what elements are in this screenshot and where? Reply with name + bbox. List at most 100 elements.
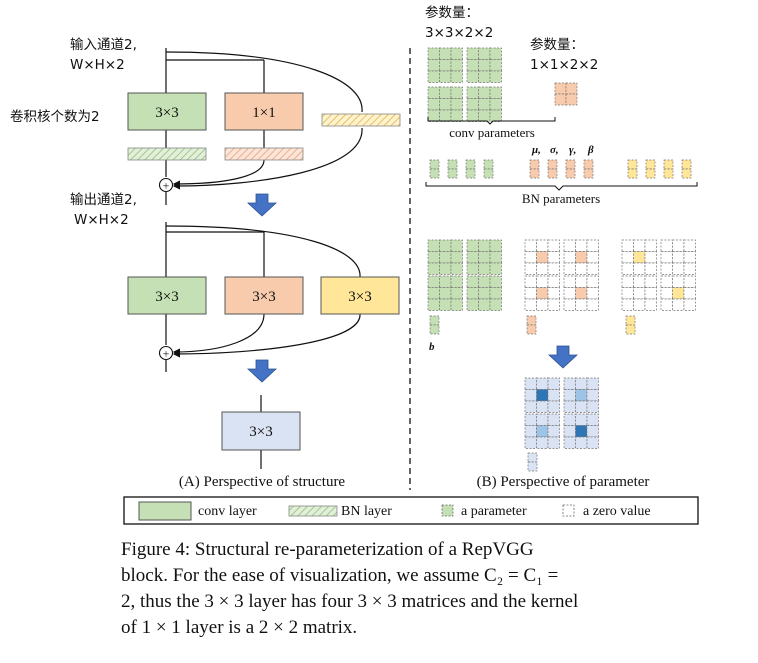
fused-orange-kernel-cell (586, 287, 599, 300)
legend-zero-label: a zero value (583, 504, 651, 519)
fused-green-kernel-cell (478, 251, 491, 264)
final-kernel-cell (524, 400, 537, 413)
fused-green-kernel-cell (450, 251, 463, 264)
fused-yellow-kernel-cell (633, 298, 646, 311)
fused-yellow-kernel-cell (660, 275, 673, 288)
final-kernel-cell (586, 389, 599, 402)
fused-orange-kernel-cell (536, 298, 549, 311)
add-symbol-top: + (163, 179, 170, 193)
conv3x3-kernel-cell (466, 47, 479, 60)
conv3x3-kernel-cell (439, 98, 452, 111)
fused-yellow-kernel-cell (621, 275, 634, 288)
fused-yellow-kernel-cell (644, 298, 657, 311)
bn-orange-param (565, 159, 576, 170)
fused-green-kernel-cell (478, 287, 491, 300)
fused-green-kernel-cell (489, 275, 502, 288)
fused-orange-kernel-cell (547, 275, 560, 288)
conv3x3-kernel-cell (450, 86, 463, 99)
conv1x1-block (224, 92, 304, 131)
final-kernel-cell (586, 400, 599, 413)
param-count-3x3-value: 3×3×2×2 (425, 25, 493, 41)
bn-orange-param (529, 159, 540, 170)
conv3x3-kernel-cell (489, 109, 502, 122)
bias-yellow-param (625, 324, 636, 335)
bn-yellow-param (681, 159, 692, 170)
add-node-top (158, 177, 174, 193)
fused-orange-kernel-cell (586, 298, 599, 311)
fused-yellow-kernel-cell (644, 262, 657, 275)
parameter-grids (427, 47, 696, 472)
final-kernel-cell (547, 425, 560, 438)
bn-green-param (447, 168, 458, 179)
conv3x3-kernel-cell (439, 59, 452, 72)
fused-orange-kernel-cell (524, 251, 537, 264)
conv3x3-kernel-cell (478, 59, 491, 72)
final-kernel-cell (524, 377, 537, 390)
fused-green-kernel-cell (466, 298, 479, 311)
fused-yellow-kernel-cell (644, 251, 657, 264)
transform-arrow-2 (246, 359, 278, 383)
fused-green-kernel-cell (466, 275, 479, 288)
fused-yellow-kernel-cell (672, 239, 685, 252)
fused-yellow-kernel-cell (672, 275, 685, 288)
bn-yellow-param (627, 168, 638, 179)
fused-green-kernel-cell (466, 251, 479, 264)
conv3x3-kernel-cell (450, 47, 463, 60)
fused-green-kernel-cell (489, 251, 502, 264)
fused-green-kernel-cell (450, 275, 463, 288)
bn-yellow-param (645, 168, 656, 179)
caption-line-3: 2, thus the 3 × 3 layer has four 3 × 3 m… (121, 591, 579, 612)
conv3x3-kernel-cell (450, 109, 463, 122)
fused-yellow-kernel-cell (621, 239, 634, 252)
conv1x1-kernel-cell (565, 82, 578, 95)
conv3x3-kernel-cell (427, 98, 440, 111)
fused-orange-kernel-cell (575, 287, 588, 300)
fused-yellow-kernel-cell (672, 251, 685, 264)
fused-yellow-kernel-cell (633, 262, 646, 275)
fused-yellow-kernel-cell (660, 239, 673, 252)
bn-layer-3x3 (127, 147, 207, 161)
fused-green-kernel-cell (450, 262, 463, 275)
fused-green-kernel-cell (427, 298, 440, 311)
fused-yellow-kernel-cell (683, 239, 696, 252)
fused-orange-kernel-cell (547, 251, 560, 264)
conv3x3-kernel-cell (466, 109, 479, 122)
bias-orange-param (526, 315, 537, 326)
middle-block-connections (165, 222, 361, 372)
fused-yellow-kernel-cell (621, 262, 634, 275)
output-channels-label: 输出通道2, (70, 192, 137, 208)
fused-green-kernel-cell (478, 275, 491, 288)
fused-orange-kernel-cell (586, 239, 599, 252)
fused-orange-kernel-cell (536, 287, 549, 300)
fused-3x3-yellow-block (320, 276, 400, 315)
conv3x3-kernel-cell (450, 70, 463, 83)
fused-yellow-kernel-cell (660, 262, 673, 275)
fused-green-kernel-cell (489, 298, 502, 311)
conv3x3-kernel-cell (439, 70, 452, 83)
fused-orange-kernel-cell (547, 239, 560, 252)
fused-green-kernel-cell (427, 262, 440, 275)
conv3x3-block (127, 92, 207, 131)
bn-orange-param (547, 168, 558, 179)
conv3x3-label: 3×3 (155, 105, 178, 121)
bn-yellow-param (645, 159, 656, 170)
fused-orange-kernel-cell (547, 298, 560, 311)
final-kernel-cell (563, 377, 576, 390)
fused-green-kernel-cell (489, 262, 502, 275)
subtitle-structure: (A) Perspective of structure (179, 474, 346, 490)
bn-gamma-label: γ, (569, 144, 576, 156)
conv-params-label: conv parameters (449, 125, 535, 140)
fused-yellow-kernel-cell (644, 287, 657, 300)
final-kernel-cell (524, 425, 537, 438)
fused-yellow-kernel-cell (633, 251, 646, 264)
final-kernel-cell (547, 436, 560, 449)
final-kernel-cell (547, 413, 560, 426)
fused-orange-kernel-cell (536, 251, 549, 264)
fused-yellow-kernel-cell (683, 251, 696, 264)
fused-green-kernel-cell (427, 239, 440, 252)
fused-green-kernel-cell (439, 287, 452, 300)
bias-green-param (429, 324, 440, 335)
conv3x3-kernel-cell (478, 47, 491, 60)
conv3x3-kernel-cell (427, 59, 440, 72)
fused-orange-kernel-cell (536, 275, 549, 288)
